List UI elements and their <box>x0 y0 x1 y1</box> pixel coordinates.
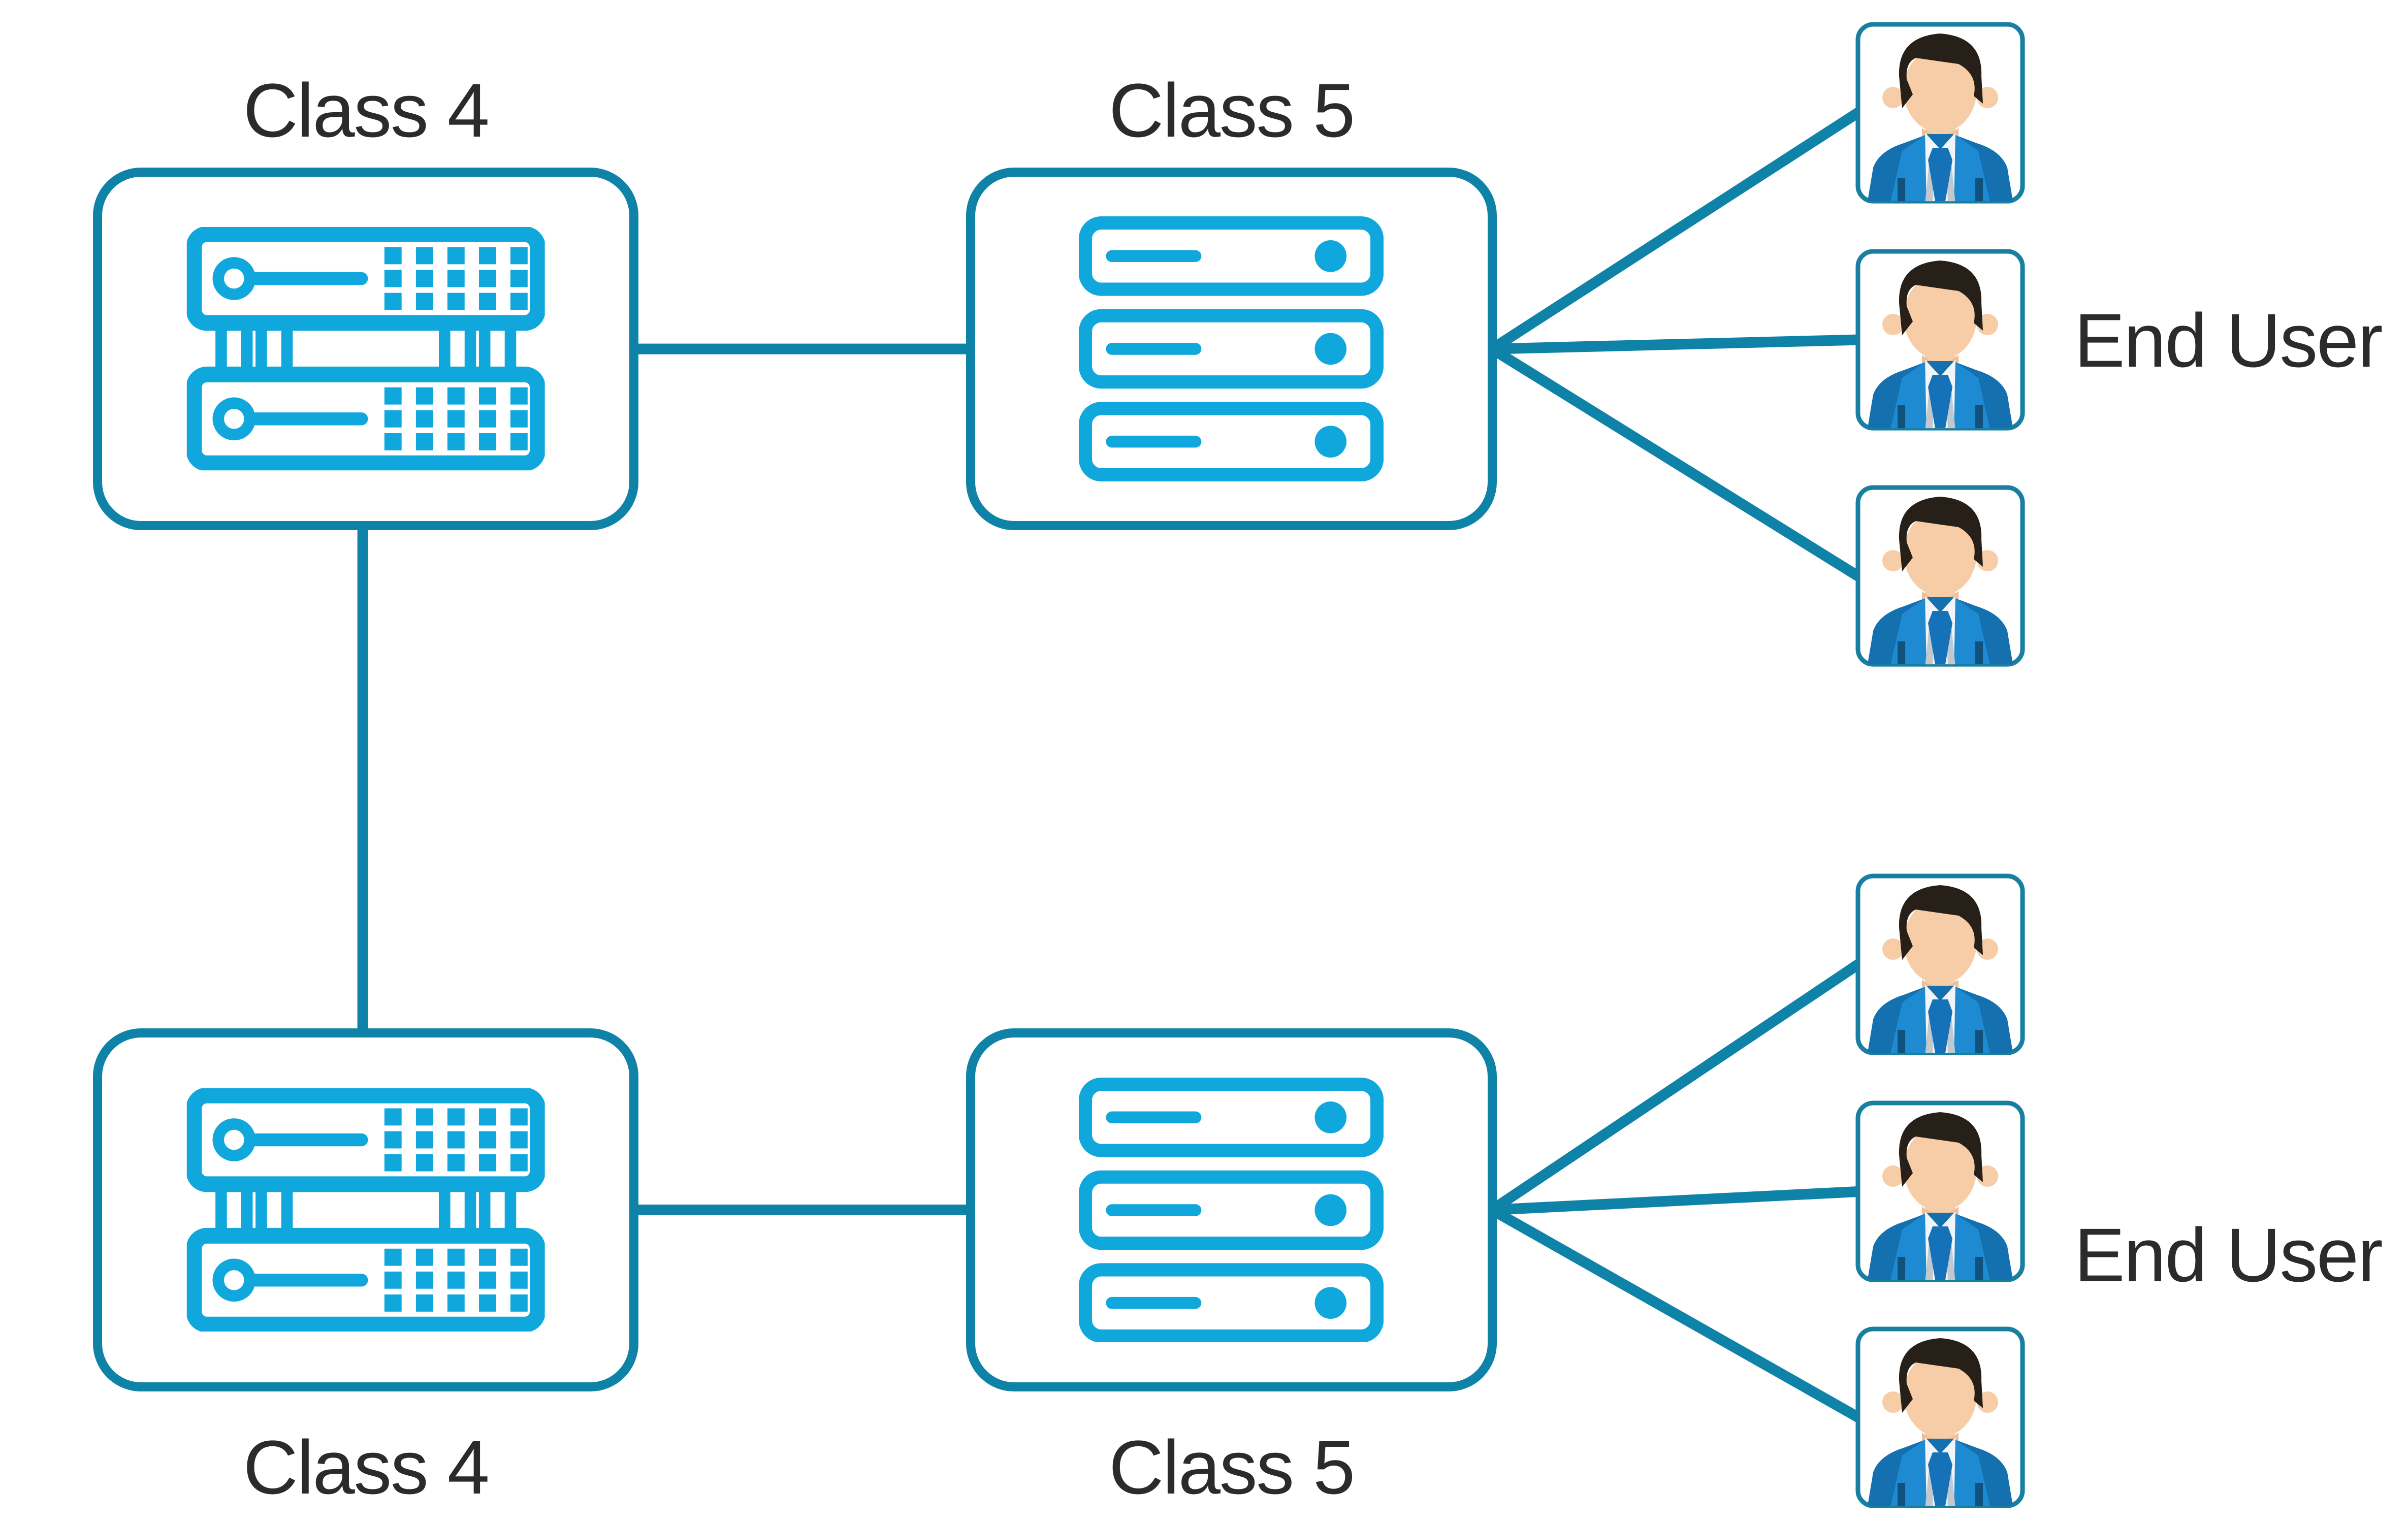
node-class4-top <box>93 168 639 531</box>
end-user-avatar <box>1855 248 2026 431</box>
end-user-avatar <box>1855 484 2026 667</box>
wire-class5top-user2 <box>1487 334 1864 354</box>
end-user-label-bottom: End User <box>2074 1212 2383 1298</box>
person-avatar-icon <box>1855 248 2026 431</box>
end-user-avatar <box>1855 21 2026 204</box>
wire-class5bottom-user1 <box>1487 959 1864 1215</box>
rack-server-2u-icon <box>186 1088 545 1332</box>
end-user-avatar <box>1855 1326 2026 1509</box>
node-class4-bottom <box>93 1028 639 1391</box>
class5-bottom-label: Class 5 <box>1109 1424 1355 1510</box>
person-avatar-icon <box>1855 1100 2026 1283</box>
person-avatar-icon <box>1855 21 2026 204</box>
wire-class5top-user3 <box>1487 343 1864 581</box>
class5-top-label: Class 5 <box>1109 68 1355 153</box>
wire-class5bottom-user3 <box>1487 1204 1864 1423</box>
rack-server-3u-icon <box>1078 216 1384 481</box>
end-user-label-top: End User <box>2074 298 2383 383</box>
wire-class5bottom-user2 <box>1487 1186 1864 1215</box>
end-user-avatar <box>1855 873 2026 1056</box>
person-avatar-icon <box>1855 873 2026 1056</box>
rack-server-2u-icon <box>186 227 545 470</box>
class4-bottom-label: Class 4 <box>243 1424 490 1510</box>
rack-server-3u-icon <box>1078 1078 1384 1343</box>
person-avatar-icon <box>1855 1326 2026 1509</box>
end-user-avatar <box>1855 1100 2026 1283</box>
class4-top-label: Class 4 <box>243 68 490 153</box>
node-class5-top <box>966 168 1497 531</box>
node-class5-bottom <box>966 1028 1497 1391</box>
person-avatar-icon <box>1855 484 2026 667</box>
wire-class5top-user1 <box>1487 107 1864 354</box>
